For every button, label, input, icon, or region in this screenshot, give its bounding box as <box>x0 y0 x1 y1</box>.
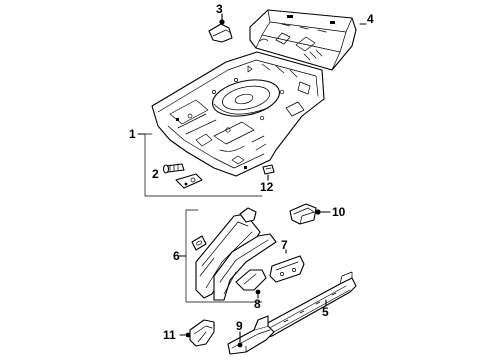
callout-8: 8 <box>254 297 261 311</box>
part-11-bracket: 11 <box>163 319 215 347</box>
callout-1: 1 <box>129 127 136 141</box>
callout-2: 2 <box>152 167 159 181</box>
part-2-bolt-and-clip: 2 <box>152 163 203 189</box>
group-1-bracket: 1 <box>129 127 263 197</box>
callout-12: 12 <box>260 180 274 194</box>
callout-4: 4 <box>367 12 374 26</box>
part-7-plate: 7 <box>269 238 305 283</box>
part-8-bracket: 8 <box>235 269 267 311</box>
callout-9: 9 <box>236 319 243 333</box>
part-10-bracket: 10 <box>289 203 346 225</box>
callout-5: 5 <box>322 305 329 319</box>
callout-6: 6 <box>173 249 180 263</box>
group-6-bracket: 6 <box>173 209 263 303</box>
part-3-bracket: 3 <box>208 2 233 43</box>
part-6-floor-side-rails <box>191 207 277 301</box>
callout-11: 11 <box>163 328 176 342</box>
callout-7: 7 <box>281 238 288 252</box>
part-12-clip: 12 <box>260 164 275 194</box>
part-4-rear-crossmember: 4 <box>249 9 374 71</box>
callout-10: 10 <box>332 205 346 219</box>
part-9-bottom-bracket: 9 <box>227 315 275 355</box>
part-1-rear-floor-pan <box>151 51 325 177</box>
callout-3: 3 <box>216 2 223 16</box>
